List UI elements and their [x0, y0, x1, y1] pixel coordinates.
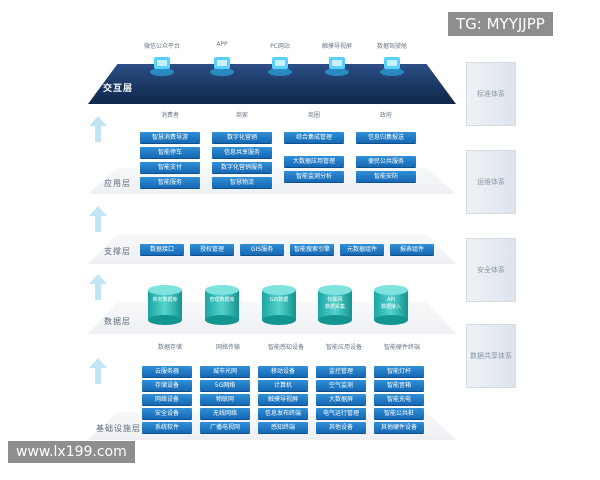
infrastructure-box[interactable]: 感知终端: [258, 422, 308, 433]
infrastructure-box[interactable]: 电气运行管理: [316, 408, 366, 419]
support-layer-label: 支撑层: [104, 247, 131, 256]
database-cylinder-icon: 管理数据库: [205, 285, 239, 325]
application-box[interactable]: 便民公共服务: [356, 156, 416, 167]
infrastructure-box[interactable]: 智能充电: [374, 394, 424, 405]
infrastructure-column-head: 智能硬件终端: [383, 344, 420, 351]
device-icon: [268, 55, 292, 77]
infrastructure-box[interactable]: 安全设备: [142, 408, 192, 419]
device-icon: [210, 55, 234, 77]
infrastructure-column-head: 智能应用设备: [325, 344, 362, 351]
infrastructure-box[interactable]: 无线网络: [200, 408, 250, 419]
interaction-item-label: 数据驾驶舱: [376, 43, 407, 50]
application-box[interactable]: 智能停车: [140, 147, 200, 158]
support-box[interactable]: 授权管理: [190, 244, 234, 255]
application-box[interactable]: 智能支付: [140, 162, 200, 173]
arrow-up-icon: [89, 116, 107, 142]
infrastructure-box[interactable]: 广播电视网: [200, 422, 250, 433]
system-pillar: 运维体系: [466, 150, 516, 214]
application-column-head: 商家: [235, 112, 248, 119]
infrastructure-column-head: 数据存储: [157, 344, 182, 351]
infrastructure-box[interactable]: 大数据屏: [316, 394, 366, 405]
infrastructure-layer-label: 基础设施层: [96, 424, 141, 433]
interaction-item-label: 微信公众平台: [143, 43, 180, 50]
application-box[interactable]: 信息共享服务: [212, 147, 272, 158]
infrastructure-column-head: 网络传输: [215, 344, 240, 351]
infrastructure-box[interactable]: 城市光网: [200, 366, 250, 377]
infrastructure-box[interactable]: 计算机: [258, 380, 308, 391]
application-box[interactable]: 智能安防: [356, 171, 416, 182]
infrastructure-box[interactable]: 移动设备: [258, 366, 308, 377]
application-box[interactable]: 智慧物流: [212, 177, 272, 188]
watermark-bottom: www.lx199.com: [8, 441, 135, 463]
system-pillar: 标准体系: [466, 62, 516, 126]
application-layer-label: 应用层: [104, 179, 131, 188]
infrastructure-box[interactable]: 智能灯杆: [374, 366, 424, 377]
application-box[interactable]: 综合集成管理: [284, 132, 344, 143]
database-label: GIS数据: [269, 297, 289, 303]
database-label: 管理数据库: [209, 297, 235, 303]
infrastructure-box[interactable]: 其他硬件设备: [374, 422, 424, 433]
infrastructure-box[interactable]: 5G网络: [200, 380, 250, 391]
database-cylinder-icon: 商务数据库: [148, 285, 182, 325]
support-box[interactable]: 报表组件: [390, 244, 434, 255]
arrow-up-icon: [89, 274, 107, 300]
infrastructure-box[interactable]: 网络设备: [142, 394, 192, 405]
infrastructure-box[interactable]: 监控管理: [316, 366, 366, 377]
application-box[interactable]: 智慧消费导游: [140, 132, 200, 143]
interaction-layer-label: 交互层: [103, 84, 134, 94]
application-box[interactable]: 大数据应用管理: [284, 156, 344, 167]
application-column-head: 政府: [379, 112, 392, 119]
watermark-top: TG: MYYJJPP: [448, 12, 553, 36]
system-pillar: 安全体系: [466, 238, 516, 302]
infrastructure-box[interactable]: 存储设备: [142, 380, 192, 391]
support-box[interactable]: 元数据组件: [340, 244, 384, 255]
application-column-head: 商圈: [307, 112, 320, 119]
infrastructure-box[interactable]: 其他设备: [316, 422, 366, 433]
device-icon: [325, 55, 349, 77]
interaction-item-label: APP: [216, 41, 228, 48]
device-icon: [150, 55, 174, 77]
data-layer-label: 数据层: [104, 317, 131, 326]
database-label: 物联网数据采集: [324, 297, 345, 310]
database-label: 商务数据库: [152, 297, 178, 303]
infrastructure-box[interactable]: 系统软件: [142, 422, 192, 433]
infrastructure-box[interactable]: 智能音箱: [374, 380, 424, 391]
application-box[interactable]: 数字化营销服务: [212, 162, 272, 173]
system-pillar: 数据共享体系: [466, 324, 516, 388]
application-box[interactable]: 智能服务: [140, 177, 200, 188]
support-box[interactable]: GIS服务: [240, 244, 284, 255]
infrastructure-box[interactable]: 空气监测: [316, 380, 366, 391]
database-cylinder-icon: 物联网数据采集: [318, 285, 352, 325]
application-box[interactable]: 数字化营销: [212, 132, 272, 143]
infrastructure-box[interactable]: 信息发布终端: [258, 408, 308, 419]
support-box[interactable]: 智能搜索引擎: [290, 244, 334, 255]
database-cylinder-icon: GIS数据: [262, 285, 296, 325]
infrastructure-column-head: 智能感知设备: [267, 344, 304, 351]
infrastructure-box[interactable]: 触摸导视屏: [258, 394, 308, 405]
interaction-item-label: PC网站: [270, 43, 290, 50]
application-box[interactable]: 智能监测分析: [284, 171, 344, 182]
application-box[interactable]: 信息归集报送: [356, 132, 416, 143]
arrow-up-icon: [89, 206, 107, 232]
interaction-item-label: 触摸导视屏: [321, 43, 352, 50]
application-column-head: 消费者: [160, 112, 179, 119]
support-box[interactable]: 数据接口: [140, 244, 184, 255]
device-icon: [380, 55, 404, 77]
infrastructure-box[interactable]: 智能公共桩: [374, 408, 424, 419]
infrastructure-box[interactable]: 云服务器: [142, 366, 192, 377]
infrastructure-box[interactable]: 物联网: [200, 394, 250, 405]
arrow-up-icon: [89, 358, 107, 384]
